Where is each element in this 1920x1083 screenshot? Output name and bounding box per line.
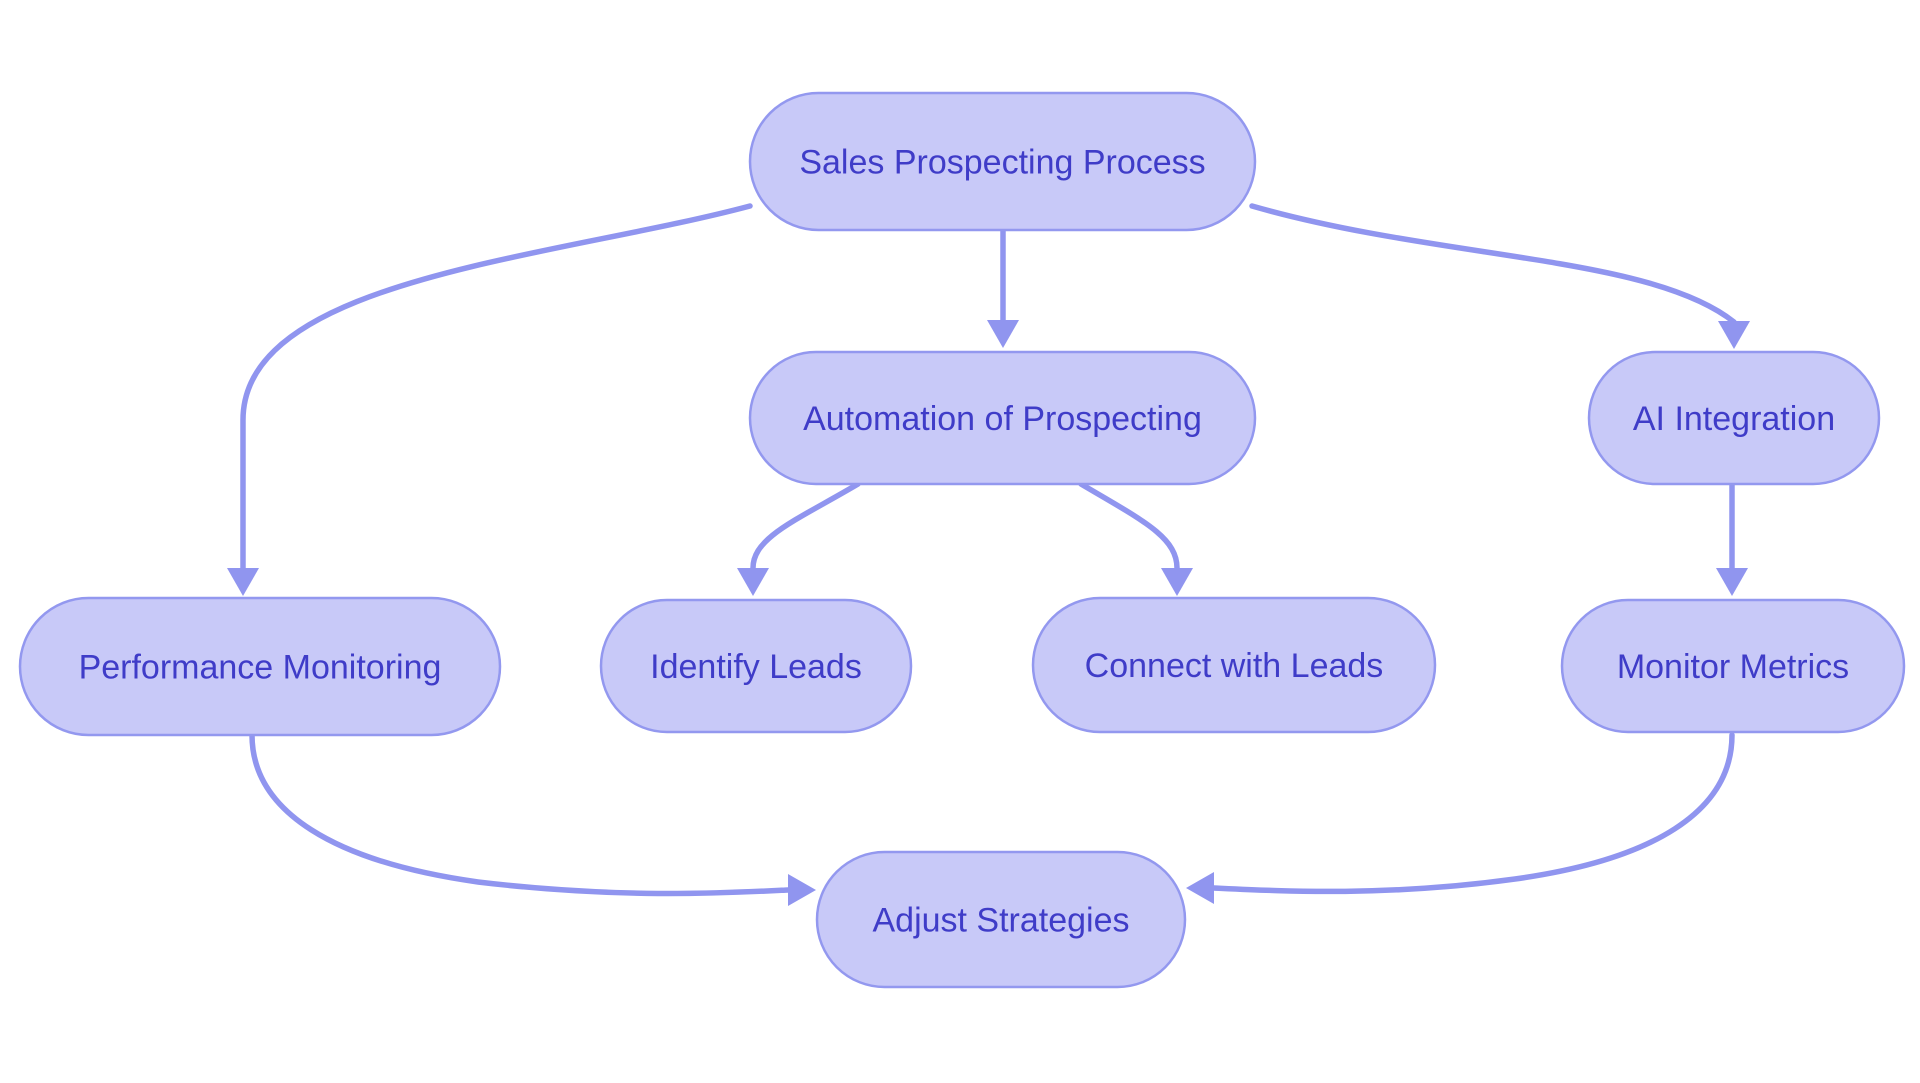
edge-line-monitor-to-adjust <box>1211 732 1735 895</box>
arrowhead-icon-sales-to-ai <box>1718 321 1750 349</box>
edge-sales-to-automation <box>987 227 1019 348</box>
edge-ai-to-monitor <box>1716 481 1748 596</box>
arrowhead-icon-automation-to-identify <box>737 568 769 596</box>
node-shape-performance-monitoring <box>18 596 502 737</box>
node-label-performance-monitoring: Performance Monitoring <box>79 649 442 687</box>
node-label-sales-prospecting-process: Sales Prospecting Process <box>799 144 1205 182</box>
node-label-automation-of-prospecting: Automation of Prospecting <box>803 400 1202 438</box>
edge-monitor-to-adjust <box>1186 732 1735 904</box>
node-label-connect-with-leads: Connect with Leads <box>1085 647 1384 685</box>
arrowhead-icon-monitor-to-adjust <box>1186 872 1214 904</box>
node-label-ai-integration: AI Integration <box>1633 400 1835 438</box>
node-sales-prospecting-process: Sales Prospecting Process <box>748 91 1257 232</box>
arrowhead-icon-performance-to-adjust <box>788 874 816 906</box>
node-shape-ai-integration <box>1587 350 1881 486</box>
node-label-monitor-metrics: Monitor Metrics <box>1617 648 1849 686</box>
arrowhead-icon-sales-to-automation <box>987 320 1019 348</box>
node-adjust-strategies: Adjust Strategies <box>815 850 1187 989</box>
arrowhead-icon-sales-to-performance <box>227 568 259 596</box>
edge-automation-to-connect <box>1078 481 1193 596</box>
node-ai-integration: AI Integration <box>1587 350 1881 486</box>
node-label-adjust-strategies: Adjust Strategies <box>872 902 1129 940</box>
node-monitor-metrics: Monitor Metrics <box>1560 598 1906 734</box>
node-shape-monitor-metrics <box>1560 598 1906 734</box>
edge-line-automation-to-connect <box>1078 481 1180 571</box>
arrowhead-icon-ai-to-monitor <box>1716 568 1748 596</box>
node-label-identify-leads: Identify Leads <box>650 648 862 686</box>
node-connect-with-leads: Connect with Leads <box>1031 596 1437 734</box>
node-automation-of-prospecting: Automation of Prospecting <box>748 350 1257 486</box>
node-shape-sales-prospecting-process <box>748 91 1257 232</box>
edge-line-sales-to-ai <box>1249 203 1737 325</box>
node-shape-identify-leads <box>599 598 913 734</box>
node-shape-automation-of-prospecting <box>748 350 1257 486</box>
node-identify-leads: Identify Leads <box>599 598 913 734</box>
node-performance-monitoring: Performance Monitoring <box>18 596 502 737</box>
arrowhead-icon-automation-to-connect <box>1161 568 1193 596</box>
node-shape-connect-with-leads <box>1031 596 1437 734</box>
edge-performance-to-adjust <box>249 732 816 906</box>
edge-sales-to-ai <box>1249 203 1750 349</box>
node-shape-adjust-strategies <box>815 850 1187 989</box>
edge-line-performance-to-adjust <box>249 732 791 897</box>
edge-line-automation-to-identify <box>750 481 861 571</box>
edge-sales-to-performance <box>227 203 753 596</box>
edge-automation-to-identify <box>737 481 861 596</box>
edge-line-sales-to-performance <box>240 203 753 571</box>
